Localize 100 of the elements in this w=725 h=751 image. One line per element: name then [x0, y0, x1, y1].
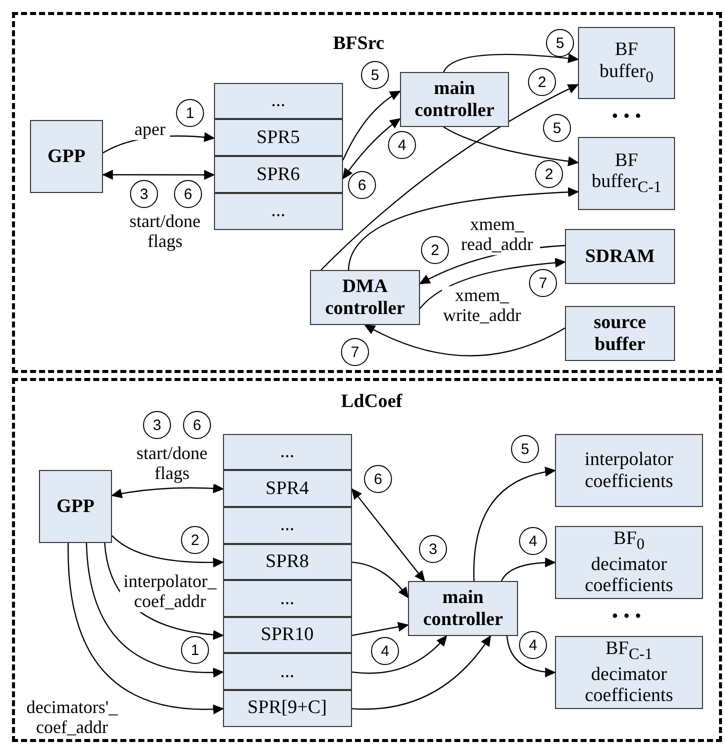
- step-circle: [361, 61, 389, 89]
- register-row: [214, 119, 343, 156]
- box-label: GPP: [48, 146, 86, 168]
- step-number: 6: [192, 416, 202, 434]
- box-label: BF buffer$_{C-1}$: [590, 150, 662, 198]
- arrow: [352, 622, 410, 636]
- register-name: SPR4: [266, 478, 309, 500]
- arrow: [352, 635, 448, 674]
- region-title: BFSrc: [333, 33, 384, 55]
- step-circle: [181, 526, 209, 554]
- arrow: [352, 635, 492, 710]
- process-box: [400, 72, 509, 127]
- arrow: [352, 562, 409, 598]
- process-box: [578, 27, 675, 99]
- box-label: BF$_{C-1}$ decimator coefficients: [584, 638, 674, 708]
- step-number: 7: [538, 274, 548, 292]
- arrow: [102, 170, 216, 180]
- register-name: SPR[9+C]: [248, 697, 327, 720]
- step-circle: [529, 269, 557, 297]
- box-label: GPP: [56, 496, 94, 518]
- step-circle: [519, 631, 547, 659]
- box-label: main controller: [422, 586, 504, 630]
- step-number: 5: [370, 66, 380, 84]
- step-circle: [528, 68, 556, 96]
- arrow: [86, 542, 224, 678]
- step-circle: [543, 114, 571, 142]
- step-circle: [364, 465, 392, 493]
- arrow: [473, 467, 556, 581]
- step-number: 5: [520, 440, 530, 458]
- edge-label: decimators'_ coef_addr: [24, 698, 120, 738]
- step-number: 6: [184, 186, 192, 202]
- box-label: DMA controller: [324, 276, 406, 320]
- process-box: [310, 270, 420, 325]
- box-label: BF$_{0}$ decimator coefficients: [584, 528, 674, 598]
- step-circle: [341, 338, 369, 366]
- box-label: SDRAM: [585, 246, 655, 268]
- process-box: [30, 120, 103, 193]
- arrow: [420, 258, 566, 309]
- step-circle: [176, 99, 204, 127]
- step-circle: [535, 160, 563, 188]
- step-number: 4: [380, 642, 390, 660]
- step-number: 7: [350, 344, 360, 360]
- step-number: 6: [358, 176, 366, 194]
- step-number: 3: [428, 540, 438, 558]
- arrow: [112, 535, 224, 568]
- step-number: 2: [538, 74, 546, 90]
- register-name: SPR10: [260, 624, 314, 646]
- step-circle: [174, 180, 202, 208]
- step-circle: [348, 171, 376, 199]
- step-number: 5: [552, 120, 562, 136]
- step-circle: [130, 180, 158, 208]
- box-label: main controller: [414, 78, 496, 122]
- edge-label: interpolator_ coef_addr: [120, 572, 220, 612]
- step-circle: [181, 636, 209, 664]
- arrow: [506, 636, 556, 677]
- step-number: 2: [430, 242, 440, 258]
- step-number: 2: [190, 532, 200, 548]
- arrow: [68, 542, 224, 714]
- register-name: ...: [280, 514, 294, 536]
- ellipsis-dots: • • •: [612, 608, 642, 626]
- arrow: [342, 118, 401, 180]
- step-number: 2: [544, 166, 554, 182]
- register-name: SPR8: [266, 550, 309, 573]
- arrow: [342, 90, 401, 160]
- dashed-region: [12, 378, 722, 742]
- edge-label: xmem_ write_addr: [442, 286, 522, 326]
- arrow: [110, 483, 224, 498]
- arrow: [443, 53, 580, 72]
- step-circle: [371, 637, 399, 665]
- step-circle: [421, 236, 449, 264]
- register-row: [222, 544, 352, 580]
- step-circle: [419, 535, 447, 563]
- register-row: [222, 616, 352, 654]
- register-row: [222, 470, 352, 507]
- register-row: [214, 156, 343, 193]
- process-box: [555, 526, 703, 599]
- register-name: ...: [271, 200, 286, 222]
- register-name: ...: [280, 441, 294, 463]
- register-name: SPR6: [256, 164, 300, 186]
- arrow: [351, 488, 426, 582]
- step-number: 3: [140, 186, 148, 202]
- register-name: ...: [280, 588, 294, 610]
- step-number: 5: [556, 34, 564, 52]
- process-box: [555, 636, 703, 709]
- process-box: [39, 470, 112, 543]
- step-circle: [183, 411, 211, 439]
- process-box: [408, 581, 518, 636]
- process-box: [565, 229, 675, 284]
- register-row: [222, 506, 352, 544]
- step-circle: [546, 29, 574, 57]
- step-number: 4: [528, 636, 538, 654]
- step-circle: [519, 527, 547, 555]
- step-circle: [143, 411, 171, 439]
- arrow: [320, 84, 579, 270]
- register-row: [222, 653, 352, 690]
- register-row: [222, 580, 352, 617]
- process-box: [565, 306, 675, 361]
- step-circle: [511, 435, 539, 463]
- step-number: 3: [152, 416, 162, 434]
- ellipsis-dots: • • •: [612, 108, 642, 126]
